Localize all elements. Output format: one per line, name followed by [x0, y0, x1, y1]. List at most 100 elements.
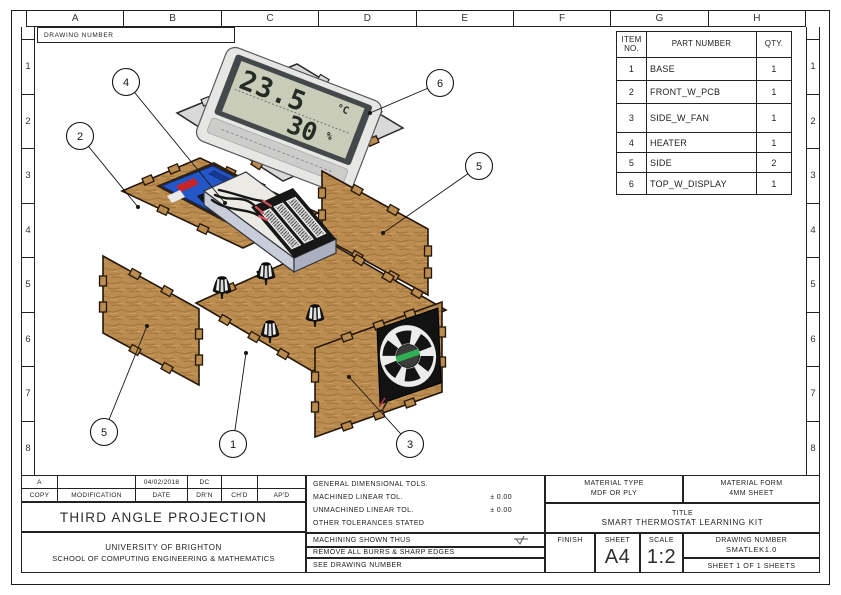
- grid-row-7: 7: [22, 367, 34, 422]
- grid-row-8: 8: [810, 442, 816, 454]
- material-type-value: MDF OR PLY: [590, 490, 638, 497]
- parts-table-header-qty: QTY.: [764, 39, 784, 49]
- item-no: 3: [617, 104, 647, 132]
- finish-label: FINISH: [557, 537, 583, 544]
- grid-ref-rows-left: 1 2 3 4 5 6 7 8: [21, 27, 35, 475]
- grid-row-7: 7: [807, 367, 819, 422]
- grid-row-6: 6: [807, 313, 819, 367]
- grid-row-4: 4: [807, 204, 819, 258]
- material-type-label: MATERIAL TYPE: [584, 479, 644, 487]
- grid-row-1: 1: [22, 40, 34, 95]
- part-number: SIDE: [647, 153, 757, 172]
- part-number: BASE: [647, 58, 757, 80]
- title-box: TITLE SMART THERMOSTAT LEARNING KIT: [545, 503, 820, 533]
- part-number: HEATER: [647, 133, 757, 152]
- grid-row-3: 3: [22, 149, 34, 204]
- grid-row-4: 4: [22, 204, 34, 258]
- revision-copy: A: [22, 476, 58, 488]
- item-no: 4: [617, 133, 647, 152]
- parts-table-row: 5 SIDE 2: [617, 153, 791, 173]
- item-no: 6: [617, 173, 647, 194]
- revision-values-row: A 04/02/2018 DC: [22, 476, 305, 489]
- sheet-size-value: A4: [604, 546, 631, 568]
- grid-col-f: F: [514, 10, 612, 26]
- grid-col-a: A: [27, 10, 125, 26]
- revision-drawn: DC: [188, 476, 222, 488]
- grid-row-spacer: [807, 27, 819, 40]
- machined-tolerance: MACHINED LINEAR TOL. ± 0.00: [313, 494, 538, 501]
- sheet-label: SHEET: [604, 537, 631, 544]
- drawing-number-ref-box: DRAWING NUMBER: [37, 27, 235, 43]
- revision-headers-row: COPY MODIFICATION DATE DR'N CH'D AP'D: [22, 489, 305, 501]
- revision-approved: [258, 476, 305, 488]
- grid-col-d: D: [319, 10, 417, 26]
- modification-header: MODIFICATION: [58, 489, 136, 501]
- tolerances-heading: GENERAL DIMENSIONAL TOLS.: [313, 481, 429, 488]
- quantity: 2: [771, 157, 777, 168]
- grid-col-h: H: [753, 12, 761, 24]
- copy-header: COPY: [22, 489, 58, 501]
- item-no: 1: [617, 58, 647, 80]
- org-name: UNIVERSITY OF BRIGHTON: [105, 542, 222, 552]
- organisation-box: UNIVERSITY OF BRIGHTON SCHOOL OF COMPUTI…: [21, 532, 306, 573]
- grid-ref-rows-right: 1 2 3 4 5 6 7 8: [806, 27, 820, 475]
- parts-table-row: 3 SIDE_W_FAN 1: [617, 104, 791, 133]
- grid-row-1: 1: [807, 40, 819, 95]
- grid-row-8: 8: [25, 442, 31, 454]
- grid-row-5: 5: [807, 258, 819, 313]
- revision-date: 04/02/2018: [136, 476, 188, 488]
- sheet-size-box: SHEET A4: [595, 533, 640, 573]
- scale-box: SCALE 1:2: [640, 533, 683, 573]
- quantity: 1: [771, 64, 777, 74]
- drawing-number-ref-label: DRAWING NUMBER: [44, 31, 114, 39]
- parts-table: ITEM NO. PART NUMBER QTY. 1 BASE 1 2 FRO…: [616, 31, 792, 195]
- revision-modification: [58, 476, 136, 488]
- parts-table-row: 1 BASE 1: [617, 58, 791, 81]
- revision-checked: [222, 476, 258, 488]
- machining-symbol-icon: [514, 535, 528, 545]
- part-number: TOP_W_DISPLAY: [647, 173, 757, 194]
- checked-header: CH'D: [222, 489, 258, 501]
- grid-col-g: G: [611, 10, 709, 26]
- item-no: 5: [617, 153, 647, 172]
- unmachined-tolerance-value: ± 0.00: [490, 507, 512, 514]
- parts-table-row: 6 TOP_W_DISPLAY 1: [617, 173, 791, 194]
- material-form-label: MATERIAL FORM: [720, 479, 783, 487]
- burrs-note: REMOVE ALL BURRS & SHARP EDGES: [306, 547, 545, 558]
- parts-table-header: ITEM NO. PART NUMBER QTY.: [617, 32, 791, 58]
- date-header: DATE: [136, 489, 188, 501]
- machined-tolerance-value: ± 0.00: [490, 494, 512, 501]
- parts-table-row: 4 HEATER 1: [617, 133, 791, 153]
- grid-row-6: 6: [22, 313, 34, 367]
- grid-col-e: E: [417, 10, 514, 26]
- parts-table-header-part: PART NUMBER: [647, 32, 757, 57]
- drawing-number-label: DRAWING NUMBER: [715, 537, 788, 544]
- see-drawing-note: SEE DRAWING NUMBER: [306, 558, 545, 573]
- drawing-title: SMART THERMOSTAT LEARNING KIT: [601, 517, 764, 527]
- grid-col-c: C: [222, 10, 320, 26]
- tolerances-box: GENERAL DIMENSIONAL TOLS. MACHINED LINEA…: [306, 475, 545, 533]
- other-tolerances: OTHER TOLERANCES STATED: [313, 520, 425, 527]
- scale-value: 1:2: [646, 546, 677, 568]
- finish-box: FINISH: [545, 533, 595, 573]
- material-type-box: MATERIAL TYPE MDF OR PLY: [545, 475, 683, 503]
- sheet-outer-border: [11, 10, 830, 585]
- scale-label: SCALE: [649, 537, 674, 544]
- approved-header: AP'D: [273, 491, 290, 499]
- material-form-box: MATERIAL FORM 4MM SHEET: [683, 475, 820, 503]
- projection-label: THIRD ANGLE PROJECTION: [21, 502, 306, 532]
- sheet-of-box: SHEET 1 OF 1 SHEETS: [683, 558, 820, 573]
- machining-note: MACHINING SHOWN THUS: [306, 533, 545, 547]
- grid-row-3: 3: [807, 149, 819, 204]
- drawing-number-box: DRAWING NUMBER SMATLEK1.0: [683, 533, 820, 558]
- part-number: SIDE_W_FAN: [647, 104, 757, 132]
- title-label: TITLE: [671, 509, 694, 517]
- parts-table-header-item: ITEM NO.: [617, 32, 647, 57]
- quantity: 1: [771, 113, 777, 123]
- grid-ref-columns: A B C D E F G H: [26, 10, 806, 27]
- unmachined-tolerance: UNMACHINED LINEAR TOL. ± 0.00: [313, 507, 538, 514]
- grid-row-2: 2: [807, 95, 819, 149]
- item-no: 2: [617, 81, 647, 103]
- grid-row-spacer: [22, 27, 34, 40]
